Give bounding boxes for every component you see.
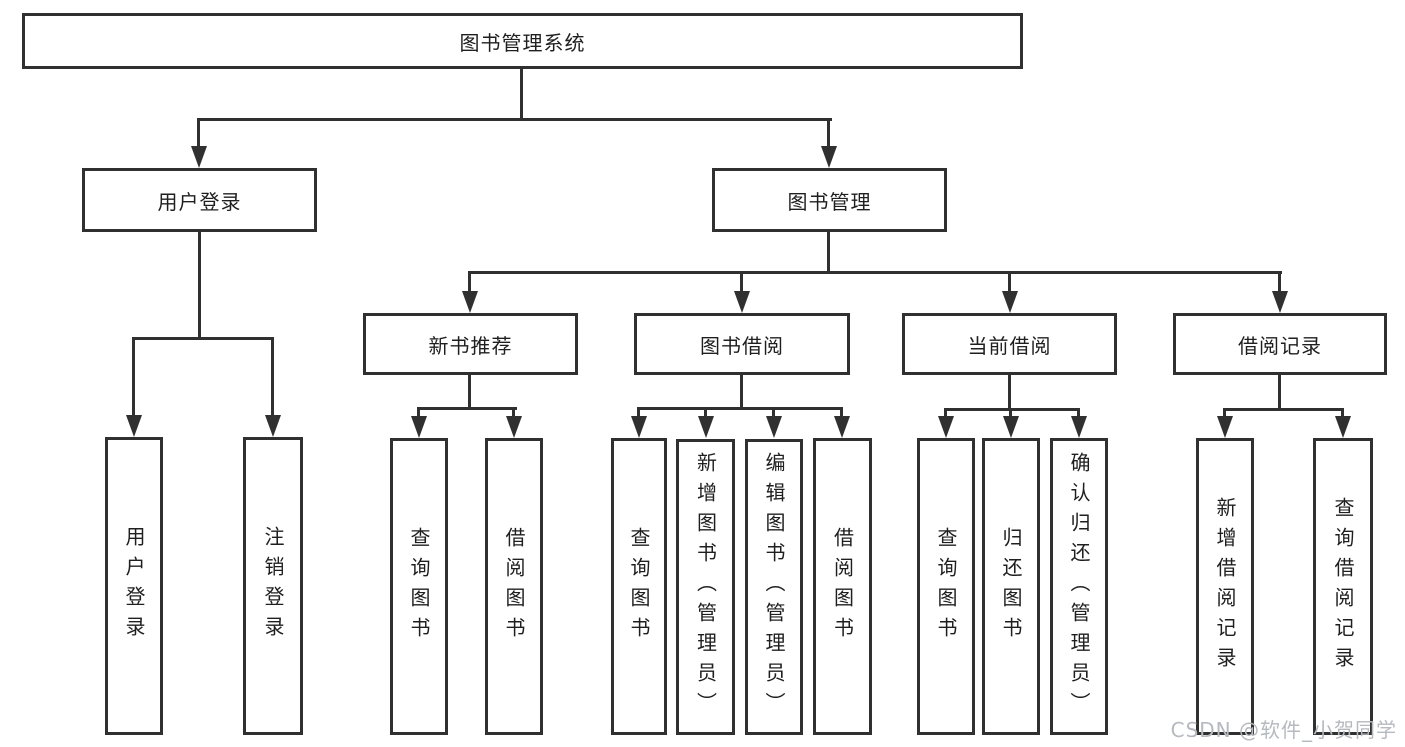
csdn-watermark: CSDN @软件_小贺同学: [1170, 718, 1397, 742]
connector-line: [468, 271, 471, 295]
connector-line: [944, 408, 1080, 411]
arrow-down-icon: [938, 416, 954, 438]
arrow-down-icon: [698, 416, 714, 438]
leaf-return-books-label: 归还图书: [999, 526, 1023, 647]
node-current-borrowing-label: 当前借阅: [967, 333, 1052, 358]
connector-line: [827, 232, 830, 274]
connector-line: [1278, 271, 1281, 295]
leaf-borrow-books-label: 借阅图书: [830, 526, 855, 647]
arrow-down-icon: [1003, 416, 1019, 438]
arrow-down-icon: [1335, 416, 1351, 438]
connector-line: [840, 407, 843, 419]
connector-line: [1223, 408, 1226, 419]
connector-line: [417, 407, 517, 410]
connector-line: [417, 407, 420, 419]
leaf-query-books-borrowing-label: 查询图书: [627, 526, 651, 647]
leaf-borrow-books-recommend-label: 借阅图书: [502, 526, 526, 647]
leaf-query-books-current-label: 查询图书: [934, 526, 958, 647]
arrow-down-icon: [834, 416, 850, 438]
arrow-down-icon: [631, 416, 647, 438]
leaf-query-books-borrowing: 查询图书: [611, 438, 667, 735]
node-new-book-recommend: 新书推荐: [363, 313, 578, 375]
connector-line: [132, 337, 135, 419]
leaf-query-borrow-record: 查询借阅记录: [1313, 438, 1373, 735]
arrow-down-icon: [506, 416, 522, 438]
node-library-system: 图书管理系统: [22, 13, 1023, 69]
connector-line: [512, 407, 515, 419]
leaf-confirm-return-admin: 确认归还（管理员）: [1050, 438, 1108, 735]
arrow-down-icon: [462, 291, 478, 313]
connector-line: [944, 408, 947, 419]
leaf-borrow-books-recommend: 借阅图书: [485, 438, 543, 735]
leaf-query-borrow-record-label: 查询借阅记录: [1331, 496, 1355, 677]
connector-line: [827, 118, 830, 150]
connector-line: [637, 407, 640, 419]
node-borrowing-records: 借阅记录: [1173, 313, 1387, 375]
connector-line: [468, 375, 471, 410]
arrow-down-icon: [1272, 291, 1288, 313]
connector-line: [704, 407, 707, 419]
connector-line: [1009, 408, 1012, 419]
leaf-user-login-label: 用户登录: [122, 526, 146, 646]
leaf-logout-label: 注销登录: [261, 526, 285, 646]
leaf-borrow-books: 借阅图书: [813, 438, 872, 735]
connector-line: [740, 375, 743, 410]
connector-line: [637, 407, 843, 410]
leaf-add-borrow-record-label: 新增借阅记录: [1213, 496, 1237, 677]
leaf-edit-books-admin: 编辑图书（管理员）: [745, 439, 803, 735]
connector-line: [772, 407, 775, 419]
arrow-down-icon: [734, 291, 750, 313]
node-library-system-label: 图书管理系统: [459, 30, 586, 55]
arrow-down-icon: [411, 416, 427, 438]
leaf-query-books-current: 查询图书: [917, 438, 975, 735]
leaf-query-books-recommend-label: 查询图书: [407, 526, 431, 647]
leaf-user-login: 用户登录: [105, 437, 163, 735]
arrow-down-icon: [191, 146, 207, 168]
node-user-login: 用户登录: [82, 168, 317, 232]
leaf-edit-books-admin-label: 编辑图书（管理员）: [762, 452, 786, 722]
node-user-login-label: 用户登录: [157, 189, 242, 214]
arrow-down-icon: [1217, 416, 1233, 438]
node-book-borrowing: 图书借阅: [634, 313, 850, 375]
connector-line: [1008, 271, 1011, 295]
connector-line: [740, 271, 743, 295]
leaf-logout: 注销登录: [243, 437, 303, 735]
arrow-down-icon: [821, 146, 837, 168]
node-book-management-label: 图书管理: [787, 189, 872, 214]
arrow-down-icon: [766, 416, 782, 438]
leaf-add-books-admin-label: 新增图书（管理员）: [693, 452, 718, 722]
node-current-borrowing: 当前借阅: [902, 313, 1117, 375]
node-new-book-recommend-label: 新书推荐: [428, 333, 513, 358]
connector-line: [520, 69, 523, 121]
connector-line: [132, 337, 274, 340]
leaf-query-books-recommend: 查询图书: [390, 438, 448, 735]
connector-line: [1278, 375, 1281, 411]
leaf-add-books-admin: 新增图书（管理员）: [676, 439, 735, 735]
connector-line: [1341, 408, 1344, 419]
leaf-return-books: 归还图书: [982, 438, 1040, 735]
connector-line: [1077, 408, 1080, 419]
arrow-down-icon: [1002, 291, 1018, 313]
connector-line: [197, 118, 200, 150]
connector-line: [198, 232, 201, 340]
connector-line: [271, 337, 274, 419]
arrow-down-icon: [126, 415, 142, 437]
node-book-management: 图书管理: [712, 168, 947, 232]
connector-line: [468, 271, 1282, 274]
node-book-borrowing-label: 图书借阅: [700, 333, 784, 358]
node-borrowing-records-label: 借阅记录: [1238, 333, 1322, 358]
leaf-add-borrow-record: 新增借阅记录: [1196, 438, 1254, 735]
connector-line: [1223, 408, 1344, 411]
leaf-confirm-return-admin-label: 确认归还（管理员）: [1067, 451, 1091, 722]
connector-line: [1008, 375, 1011, 411]
arrow-down-icon: [265, 415, 281, 437]
connector-line: [198, 118, 832, 121]
arrow-down-icon: [1071, 416, 1087, 438]
